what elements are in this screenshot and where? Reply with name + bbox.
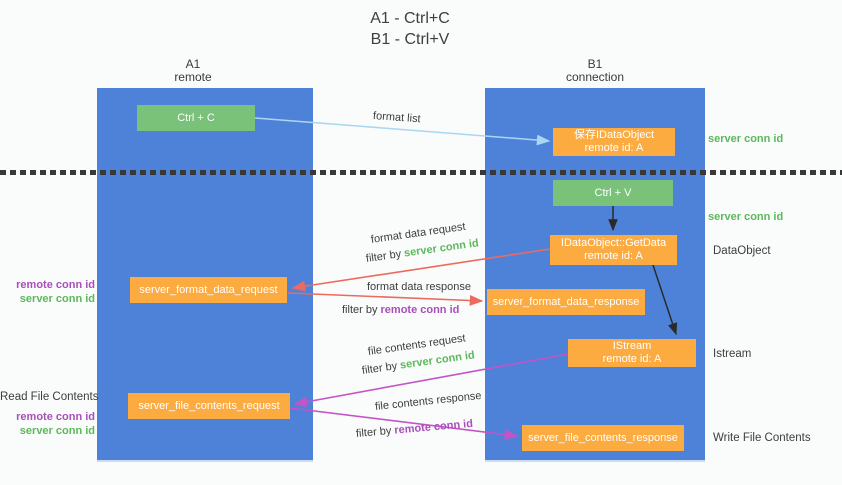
node-server-format-data-response-label: server_format_data_response — [492, 295, 640, 308]
label-server-conn-id-top: server conn id — [708, 133, 784, 145]
label-remote-conn-id-group2: remote conn id — [16, 411, 95, 423]
filter-prefix: filter by — [342, 304, 381, 316]
lane-a1-name: A1 — [185, 57, 201, 71]
label-dataobject: DataObject — [713, 245, 771, 257]
label-remote-conn-id-group1: remote conn id — [16, 279, 95, 291]
node-idataobject-getdata: IDataObject::GetData remote id: A — [550, 235, 677, 265]
label-format-list: format list — [372, 110, 421, 126]
node-istream-line2: remote id: A — [602, 353, 662, 365]
label-read-file-contents: Read File Contents — [0, 391, 99, 403]
lane-b1-header: B1 connection — [535, 58, 655, 84]
node-server-file-contents-request-label: server_file_contents_request — [138, 399, 280, 412]
lane-a1-subtitle: remote — [174, 70, 212, 84]
diagram-title: A1 - Ctrl+C B1 - Ctrl+V — [325, 8, 495, 50]
node-save-idataobject: 保存IDataObject remote id: A — [553, 128, 675, 156]
node-ctrl-c-label: Ctrl + C — [177, 111, 215, 124]
arrow-format-data-response — [287, 292, 484, 306]
node-istream: IStream remote id: A — [568, 339, 696, 367]
lane-b1-name: B1 — [587, 57, 603, 71]
label-filter-by-remote-conn-id-1: filter by remote conn id — [342, 304, 459, 316]
label-filter-by-remote-conn-id-2: filter by remote conn id — [355, 418, 473, 440]
label-server-conn-id-group2: server conn id — [19, 425, 95, 437]
node-server-format-data-request-label: server_format_data_request — [139, 283, 278, 296]
label-server-conn-id-group1: server conn id — [19, 293, 95, 305]
node-idataobject-getdata-line1: IDataObject::GetData — [560, 237, 667, 249]
filter-key-server-conn-id: server conn id — [399, 349, 476, 372]
title-line-1: A1 - Ctrl+C — [370, 10, 450, 27]
label-istream: Istream — [713, 348, 752, 360]
label-server-conn-id-mid: server conn id — [708, 211, 784, 223]
label-write-file-contents: Write File Contents — [713, 432, 811, 444]
filter-prefix: filter by — [355, 424, 395, 440]
node-server-format-data-request: server_format_data_request — [130, 277, 287, 303]
filter-prefix: filter by — [365, 247, 405, 265]
node-save-idataobject-line2: remote id: A — [584, 142, 644, 154]
title-line-2: B1 - Ctrl+V — [370, 31, 450, 48]
node-server-format-data-response: server_format_data_response — [487, 289, 645, 315]
node-ctrl-c: Ctrl + C — [137, 105, 255, 131]
node-server-file-contents-response: server_file_contents_response — [522, 425, 684, 451]
filter-key-remote-conn-id: remote conn id — [393, 417, 474, 437]
label-file-contents-response: file contents response — [374, 389, 483, 413]
lane-b1-subtitle: connection — [565, 70, 625, 84]
label-format-data-response: format data response — [367, 281, 471, 293]
node-server-file-contents-request: server_file_contents_request — [128, 393, 290, 419]
node-server-file-contents-response-label: server_file_contents_response — [528, 431, 678, 444]
node-ctrl-v: Ctrl + V — [553, 180, 673, 206]
node-idataobject-getdata-line2: remote id: A — [584, 250, 643, 262]
node-istream-line1: IStream — [612, 340, 652, 352]
divider-dotted-line — [0, 170, 842, 175]
node-save-idataobject-line1: 保存IDataObject — [573, 129, 655, 141]
node-ctrl-v-label: Ctrl + V — [594, 186, 632, 199]
filter-key-remote-conn-id: remote conn id — [380, 304, 460, 316]
filter-prefix: filter by — [361, 359, 401, 377]
filter-key-server-conn-id: server conn id — [403, 237, 480, 260]
lane-a1-header: A1 remote — [133, 58, 253, 84]
